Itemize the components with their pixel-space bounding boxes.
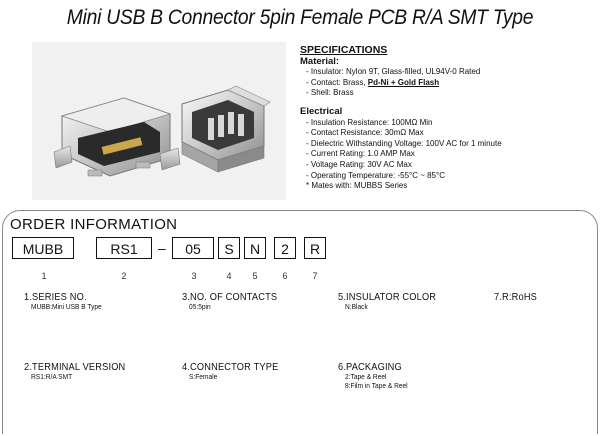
- code-box-terminal: RS1: [96, 237, 152, 259]
- electrical-heading: Electrical: [300, 105, 343, 117]
- product-photo: [32, 42, 286, 200]
- field-option: 05:5pin: [189, 302, 211, 311]
- field-rohs: 7.R:RoHS: [494, 291, 538, 303]
- electrical-current-rating: - Current Rating: 1.0 AMP Max: [306, 149, 415, 159]
- code-box-series: MUBB: [12, 237, 74, 259]
- field-series-no: 1.SERIES NO. MUBB:Mini USB B Type: [24, 292, 102, 311]
- field-label: 4.CONNECTOR TYPE: [182, 361, 279, 373]
- page-title: Mini USB B Connector 5pin Female PCB R/A…: [66, 6, 534, 29]
- field-label: 7.R:RoHS: [494, 291, 538, 303]
- code-number-2: 2: [121, 271, 127, 281]
- field-connector-type: 4.CONNECTOR TYPE S:Female: [182, 362, 278, 381]
- code-number-1: 1: [41, 271, 47, 281]
- field-packaging: 6.PACKAGING 2:Tape & Reel 8:Film in Tape…: [338, 362, 408, 390]
- code-number-5: 5: [252, 271, 258, 281]
- code-number-4: 4: [226, 271, 232, 281]
- material-heading: Material:: [300, 55, 340, 67]
- code-number-7: 7: [312, 271, 318, 281]
- material-insulator: - Insulator: Nylon 9T, Glass-filled, UL9…: [306, 67, 481, 77]
- usb-connector-illustration: [53, 85, 271, 177]
- material-shell: - Shell: Brass: [306, 88, 354, 98]
- code-box-connector-type: S: [218, 237, 240, 259]
- field-terminal-version: 2.TERMINAL VERSION RS1:R/A SMT: [24, 362, 125, 381]
- field-option: RS1:R/A SMT: [31, 372, 73, 381]
- field-option: MUBB:Mini USB B Type: [31, 302, 102, 311]
- electrical-mates-with: * Mates with: MUBBS Series: [306, 181, 408, 191]
- electrical-dielectric-voltage: - Dielectric Withstanding Voltage: 100V …: [306, 138, 502, 148]
- field-option: 8:Film in Tape & Reel: [345, 381, 408, 390]
- code-box-rohs: R: [304, 237, 326, 259]
- field-option: 2:Tape & Reel: [345, 372, 387, 381]
- material-contact-label: - Contact: Brass,: [306, 77, 368, 87]
- electrical-operating-temperature: - Operating Temperature: -55°C ~ 85°C: [306, 170, 445, 180]
- specifications-heading: SPECIFICATIONS: [300, 44, 388, 56]
- specifications-block: SPECIFICATIONS Material: - Insulator: Ny…: [300, 45, 595, 192]
- material-contact: - Contact: Brass, Pd-Ni + Gold Flash: [300, 78, 595, 89]
- field-no-of-contacts: 3.NO. OF CONTACTS 05:5pin: [182, 292, 277, 311]
- order-information-heading: ORDER INFORMATION: [10, 216, 178, 233]
- code-number-6: 6: [282, 271, 288, 281]
- code-dash: –: [158, 240, 166, 256]
- connector-front-view: [53, 97, 181, 177]
- field-label: 3.NO. OF CONTACTS: [182, 291, 278, 303]
- order-information-panel: [2, 210, 598, 434]
- material-contact-plating: Pd-Ni + Gold Flash: [367, 77, 440, 87]
- connector-rear-view: [181, 85, 271, 173]
- field-label: 5.INSULATOR COLOR: [338, 291, 437, 303]
- field-label: 6.PACKAGING: [338, 361, 402, 373]
- field-option: S:Female: [189, 372, 218, 381]
- electrical-contact-resistance: - Contact Resistance: 30mΩ Max: [306, 128, 424, 138]
- field-option: N:Black: [345, 302, 368, 311]
- field-insulator-color: 5.INSULATOR COLOR N:Black: [338, 292, 436, 311]
- electrical-voltage-rating: - Voltage Rating: 30V AC Max: [306, 159, 412, 169]
- electrical-insulation-resistance: - Insulation Resistance: 100MΩ Min: [306, 117, 433, 127]
- code-box-packaging: 2: [274, 237, 296, 259]
- field-label: 1.SERIES NO.: [24, 291, 87, 303]
- code-number-3: 3: [191, 271, 197, 281]
- code-box-insulator-color: N: [244, 237, 266, 259]
- field-label: 2.TERMINAL VERSION: [24, 361, 126, 373]
- code-box-contacts: 05: [172, 237, 214, 259]
